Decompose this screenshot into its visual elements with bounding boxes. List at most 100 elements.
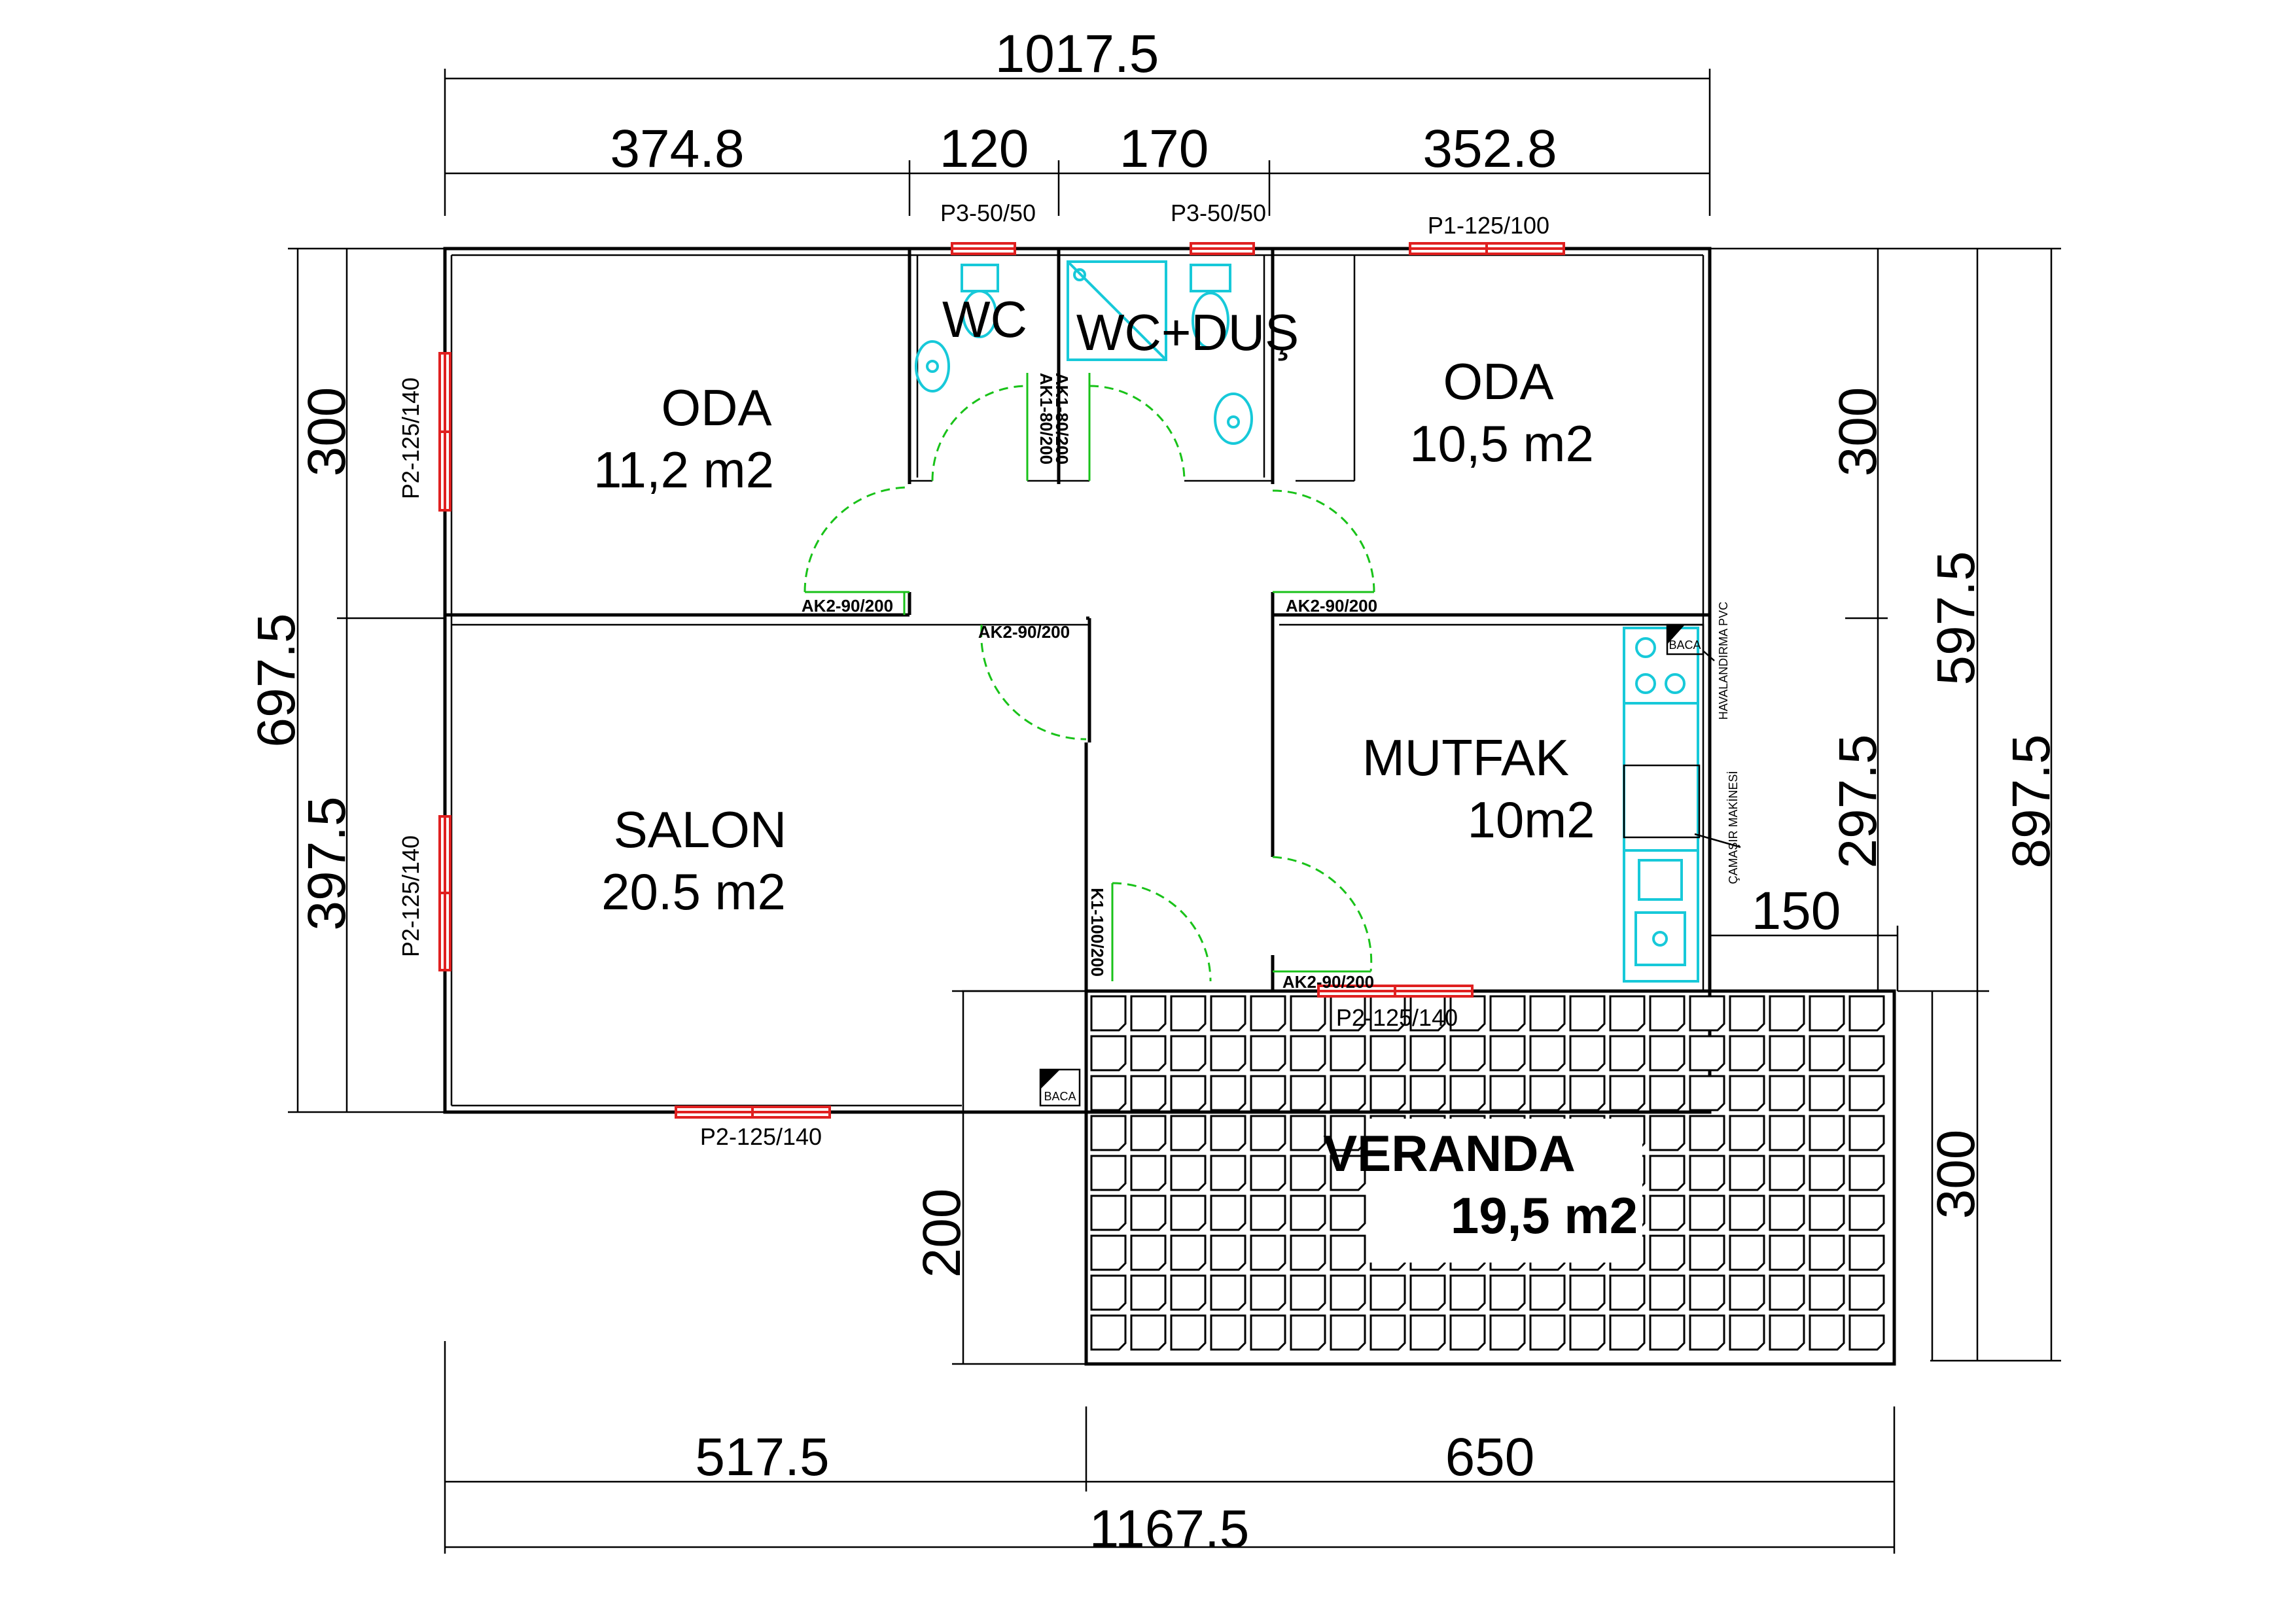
dim-left-upper: 300	[297, 387, 357, 477]
room-wc-name: WC	[942, 290, 1027, 348]
veranda-tile	[1848, 1075, 1885, 1111]
veranda-tile	[1689, 1115, 1725, 1151]
veranda-tile	[1250, 1314, 1286, 1351]
veranda-tile	[1330, 1234, 1366, 1271]
dim-left-total: 697.5	[247, 613, 306, 747]
veranda-tile	[1489, 1075, 1526, 1111]
veranda-tile	[1529, 1075, 1566, 1111]
veranda-tile	[1529, 1274, 1566, 1311]
veranda-tile	[1529, 995, 1566, 1032]
veranda-tile	[1210, 1234, 1246, 1271]
veranda-tile	[1809, 1115, 1845, 1151]
room-salon-name: SALON	[614, 801, 786, 858]
veranda-tile	[1769, 1075, 1805, 1111]
room-oda-right-area: 10,5 m2	[1409, 415, 1594, 472]
dim-veranda-left: 200	[912, 1189, 972, 1278]
dim-left-lower: 397.5	[297, 796, 357, 930]
veranda-tile	[1210, 1075, 1246, 1111]
veranda-tile	[1609, 1274, 1646, 1311]
dim-top-4: 352.8	[1422, 119, 1557, 179]
veranda-tile	[1210, 995, 1246, 1032]
toilet-icon	[961, 264, 999, 338]
label-window-p2-bottom: P2-125/140	[700, 1123, 822, 1150]
veranda-tile	[1809, 1314, 1845, 1351]
veranda-tile	[1489, 1035, 1526, 1072]
door-ak2-left	[804, 486, 910, 615]
veranda-tile	[1569, 1035, 1606, 1072]
washing-machine-icon	[1623, 764, 1701, 839]
veranda-tile	[1848, 995, 1885, 1032]
veranda-tile	[1649, 1234, 1686, 1271]
veranda-tile	[1649, 995, 1686, 1032]
dim-top-3: 170	[1120, 119, 1209, 179]
label-door-ak2-mutfak: AK2-90/200	[1282, 972, 1374, 992]
room-wcdus-name: WC+DUŞ	[1076, 304, 1299, 361]
veranda-tile	[1848, 1314, 1885, 1351]
veranda-tile	[1170, 1035, 1207, 1072]
veranda-tile	[1689, 1314, 1725, 1351]
veranda-tile	[1210, 1314, 1246, 1351]
veranda-tile	[1848, 1155, 1885, 1191]
veranda-tile	[1729, 995, 1765, 1032]
veranda-tile	[1809, 1155, 1845, 1191]
dim-right-total: 897.5	[2002, 734, 2061, 868]
chimney-icon	[1039, 1068, 1081, 1107]
room-labels: ODA 11,2 m2 WC WC+DUŞ ODA 10,5 m2 SALON …	[593, 290, 1638, 1244]
veranda-tile	[1489, 1314, 1526, 1351]
veranda-tile	[1369, 1035, 1406, 1072]
dim-top-2: 120	[940, 119, 1029, 179]
chimney-icon	[1666, 623, 1704, 655]
veranda-tile	[1809, 1274, 1845, 1311]
veranda-tile	[1090, 1155, 1127, 1191]
veranda-tile	[1250, 995, 1286, 1032]
room-veranda-name: VERANDA	[1323, 1125, 1576, 1182]
veranda-tile	[1369, 1075, 1406, 1111]
veranda-tile	[1130, 1155, 1167, 1191]
room-mutfak-area: 10m2	[1467, 791, 1595, 848]
veranda-tile	[1170, 1314, 1207, 1351]
veranda-tile	[1649, 1274, 1686, 1311]
veranda-tile	[1848, 1274, 1885, 1311]
dim-right-main: 597.5	[1926, 551, 1986, 685]
veranda-tile	[1689, 1035, 1725, 1072]
veranda-tile	[1689, 1075, 1725, 1111]
veranda-tile	[1848, 1195, 1885, 1231]
veranda-tile	[1569, 1314, 1606, 1351]
veranda-tile	[1649, 1314, 1686, 1351]
veranda-tile	[1290, 1115, 1326, 1151]
veranda-tile	[1170, 1274, 1207, 1311]
veranda-tile	[1769, 1274, 1805, 1311]
dim-bottom-total: 1167.5	[1089, 1499, 1250, 1559]
veranda-tile	[1529, 1035, 1566, 1072]
label-window-p2-kitchen: P2-125/140	[1336, 1004, 1458, 1031]
room-oda-left-area: 11,2 m2	[593, 441, 774, 498]
veranda-tile	[1769, 1314, 1805, 1351]
label-window-p3-right: P3-50/50	[1171, 200, 1266, 226]
veranda-tile	[1609, 1035, 1646, 1072]
veranda-tile	[1569, 995, 1606, 1032]
door-ak2-right	[1272, 489, 1375, 593]
veranda-tile	[1290, 1274, 1326, 1311]
veranda-tile	[1449, 1274, 1486, 1311]
window-p3-left	[951, 242, 1016, 255]
veranda-outline	[1084, 989, 1896, 1366]
veranda-tile	[1449, 1075, 1486, 1111]
veranda-tile	[1250, 1075, 1286, 1111]
veranda-tile	[1130, 1035, 1167, 1072]
veranda-tile	[1769, 1115, 1805, 1151]
veranda-tile	[1290, 1035, 1326, 1072]
veranda-tile	[1609, 1075, 1646, 1111]
label-baca-salon: BACA	[1044, 1090, 1076, 1103]
veranda-tile	[1449, 1314, 1486, 1351]
veranda-tile	[1210, 1035, 1246, 1072]
dim-right-upper: 300	[1828, 387, 1888, 477]
room-oda-left-name: ODA	[661, 379, 771, 436]
veranda-tile	[1689, 1274, 1725, 1311]
label-door-ak2-left: AK2-90/200	[802, 596, 893, 616]
veranda-tile	[1409, 1035, 1446, 1072]
veranda-tile	[1809, 1195, 1845, 1231]
veranda-tile	[1170, 1115, 1207, 1151]
label-window-p3-left: P3-50/50	[940, 200, 1036, 226]
veranda-label-bg	[1368, 1119, 1642, 1263]
veranda-tile	[1649, 1155, 1686, 1191]
